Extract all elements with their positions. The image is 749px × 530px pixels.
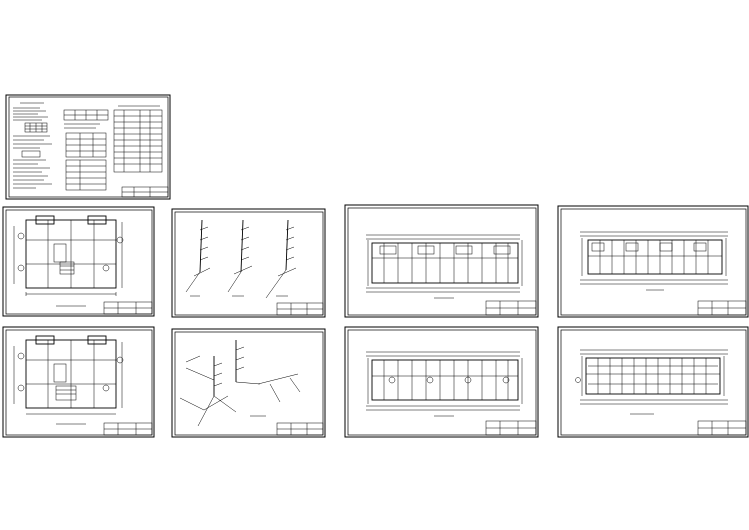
title-block	[485, 300, 537, 316]
sheet-isometric-piping[interactable]	[171, 328, 326, 438]
title-block	[697, 420, 747, 436]
title-block	[485, 420, 537, 436]
floor-plan-drawing	[13, 335, 124, 425]
notes-text-block	[13, 102, 52, 189]
sheet-unit-plan-upper[interactable]	[2, 206, 155, 317]
building-plan-drawing	[366, 351, 523, 417]
title-block	[697, 300, 747, 316]
floor-plan-drawing	[13, 215, 124, 307]
title-block	[276, 422, 324, 436]
sheet-long-plan-lower-b[interactable]	[557, 326, 749, 438]
legend-table	[63, 109, 109, 191]
sheet-long-plan-upper-a[interactable]	[344, 204, 539, 318]
sheet-long-plan-lower-a[interactable]	[344, 326, 539, 438]
sheet-riser-diagram[interactable]	[171, 208, 326, 318]
title-block	[121, 186, 169, 198]
riser-lines	[185, 219, 297, 299]
building-plan-drawing	[366, 234, 523, 299]
sheet-long-plan-upper-b[interactable]	[557, 205, 749, 318]
building-plan-drawing	[580, 231, 728, 291]
piping-lines	[179, 340, 301, 427]
title-block	[103, 301, 153, 315]
title-block	[276, 302, 324, 316]
title-block	[103, 422, 153, 436]
sheet-general-notes[interactable]	[5, 94, 171, 200]
material-table	[113, 105, 163, 173]
sheet-unit-plan-lower[interactable]	[2, 326, 155, 438]
building-plan-drawing	[575, 349, 728, 415]
